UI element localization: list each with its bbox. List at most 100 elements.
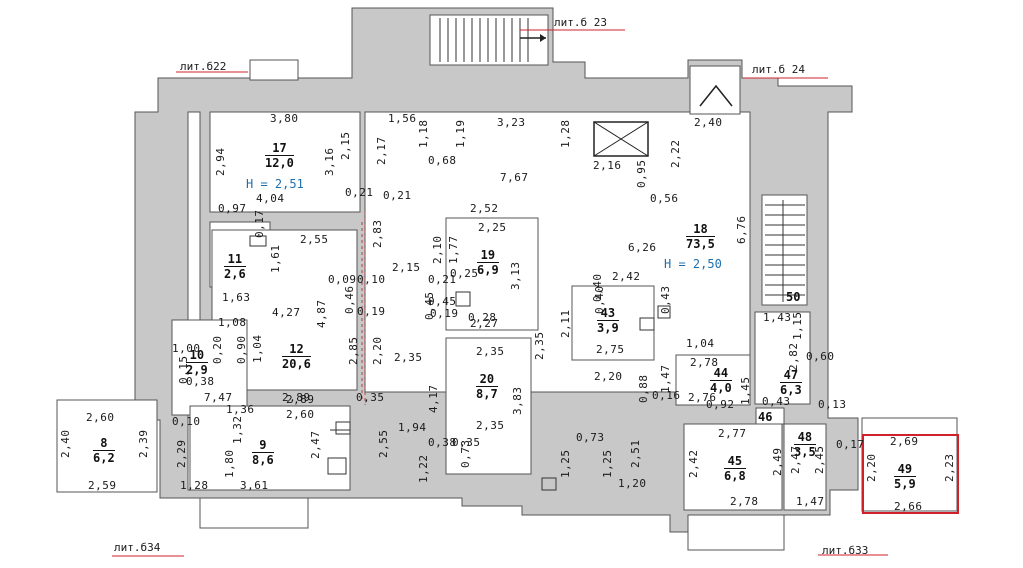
dimension-label: 1,36 [226, 403, 255, 416]
dimension-label: 1,28 [180, 479, 209, 492]
dimension-label: 2,35 [476, 345, 505, 358]
room-8 [56, 399, 158, 493]
dimension-label: 0,56 [650, 192, 679, 205]
dimension-label: 2,89 [282, 391, 311, 404]
dimension-label: 4,27 [272, 306, 301, 319]
dimension-label: 0,88 [637, 374, 650, 404]
dimension-label: 3,16 [323, 147, 336, 177]
dimension-label: 0,43 [762, 395, 791, 408]
dimension-label: 0,38 [428, 436, 457, 449]
dimension-label: 2,47 [789, 445, 802, 475]
dimension-label: 2,69 [890, 435, 919, 448]
room-18-main [364, 111, 751, 393]
dimension-label: 0,35 [356, 391, 385, 404]
dimension-label: 0,43 [659, 285, 672, 315]
dimension-label: 0,21 [383, 189, 412, 202]
dimension-label: 0,35 [452, 436, 481, 449]
dimension-label: 0,28 [468, 311, 497, 324]
dimension-label: 1,04 [686, 337, 715, 350]
dimension-label: 4,17 [427, 384, 440, 414]
dimension-label: 0,97 [218, 202, 247, 215]
dimension-label: 2,83 [371, 219, 384, 249]
dimension-label: 0,17 [253, 209, 266, 239]
dimension-label: 1,22 [417, 454, 430, 484]
dimension-label: 0,16 [652, 389, 681, 402]
dimension-label: 0,25 [450, 267, 479, 280]
dimension-label: 1,43 [763, 311, 792, 324]
dimension-label: 2,16 [593, 159, 622, 172]
dimension-label: 0,90 [235, 335, 248, 365]
dimension-label: 0,19 [430, 307, 459, 320]
dimension-label: 6,26 [628, 241, 657, 254]
dimension-label: 2,20 [594, 370, 623, 383]
dimension-label: 1,19 [454, 119, 467, 149]
dimension-label: 0,20 [211, 335, 224, 365]
dimension-label: 0,68 [428, 154, 457, 167]
dimension-label: 2,47 [309, 430, 322, 460]
dimension-label: 1,28 [559, 119, 572, 149]
dimension-label: 1,00 [172, 342, 201, 355]
dimension-label: 2,15 [392, 261, 421, 274]
dimension-label: 2,51 [629, 439, 642, 469]
room-label: 50 [786, 290, 801, 304]
entry-bottom-right [687, 514, 785, 551]
dimension-label: 2,45 [813, 445, 826, 475]
dimension-label: 0,46 [343, 285, 356, 315]
room-46 [755, 407, 785, 425]
dimension-label: 2,52 [470, 202, 499, 215]
room-45 [683, 423, 783, 511]
dimension-label: 2,11 [559, 309, 572, 339]
room-44 [675, 354, 751, 406]
dimension-label: 2,35 [394, 351, 423, 364]
dimension-label: 2,17 [375, 136, 388, 166]
dimension-label: 2,25 [478, 221, 507, 234]
dimension-label: 2,89 [286, 393, 315, 406]
entry-top-left [249, 59, 299, 81]
dimension-label: 2,42 [612, 270, 641, 283]
dimension-label: 1,04 [251, 334, 264, 364]
letter-label-b: лит.б22 [180, 60, 227, 73]
dimension-label: 1,20 [618, 477, 647, 490]
dimension-label: 1,45 [739, 376, 752, 406]
dimension-label: 2,40 [694, 116, 723, 129]
dimension-label: 0,38 [186, 375, 215, 388]
dimension-label: 1,63 [222, 291, 251, 304]
dimension-label: 4,04 [256, 192, 285, 205]
entry-bottom-left [199, 497, 309, 529]
dimension-label: 3,61 [240, 479, 269, 492]
dimension-label: 2,76 [688, 391, 717, 404]
dimension-label: 2,49 [771, 447, 784, 477]
dimension-label: 7,67 [500, 171, 529, 184]
dimension-label: 2,60 [286, 408, 315, 421]
dimension-label: 1,80 [223, 449, 236, 479]
dimension-label: 2,10 [431, 235, 444, 265]
dimension-label: 1,08 [218, 316, 247, 329]
dimension-label: 2,82 [787, 342, 800, 372]
height-label: H = 2,51 [246, 177, 304, 191]
dimension-label: 0,73 [576, 431, 605, 444]
dimension-label: 3,80 [270, 112, 299, 125]
dimension-label: 2,27 [470, 317, 499, 330]
highlighted-room-49 [862, 434, 959, 514]
dimension-label: 1,32 [231, 415, 244, 445]
room-47 [754, 311, 811, 405]
room-17 [209, 111, 361, 213]
dimension-label: 3,13 [509, 261, 522, 291]
dimension-label: 0,13 [818, 398, 847, 411]
dimension-label: 1,15 [791, 311, 804, 341]
dimension-label: 4,87 [315, 299, 328, 329]
dimension-label: 2,35 [533, 331, 546, 361]
dimension-label: 0,21 [345, 186, 374, 199]
dimension-label: 2,66 [894, 500, 923, 513]
dimension-label: 2,85 [347, 336, 360, 366]
